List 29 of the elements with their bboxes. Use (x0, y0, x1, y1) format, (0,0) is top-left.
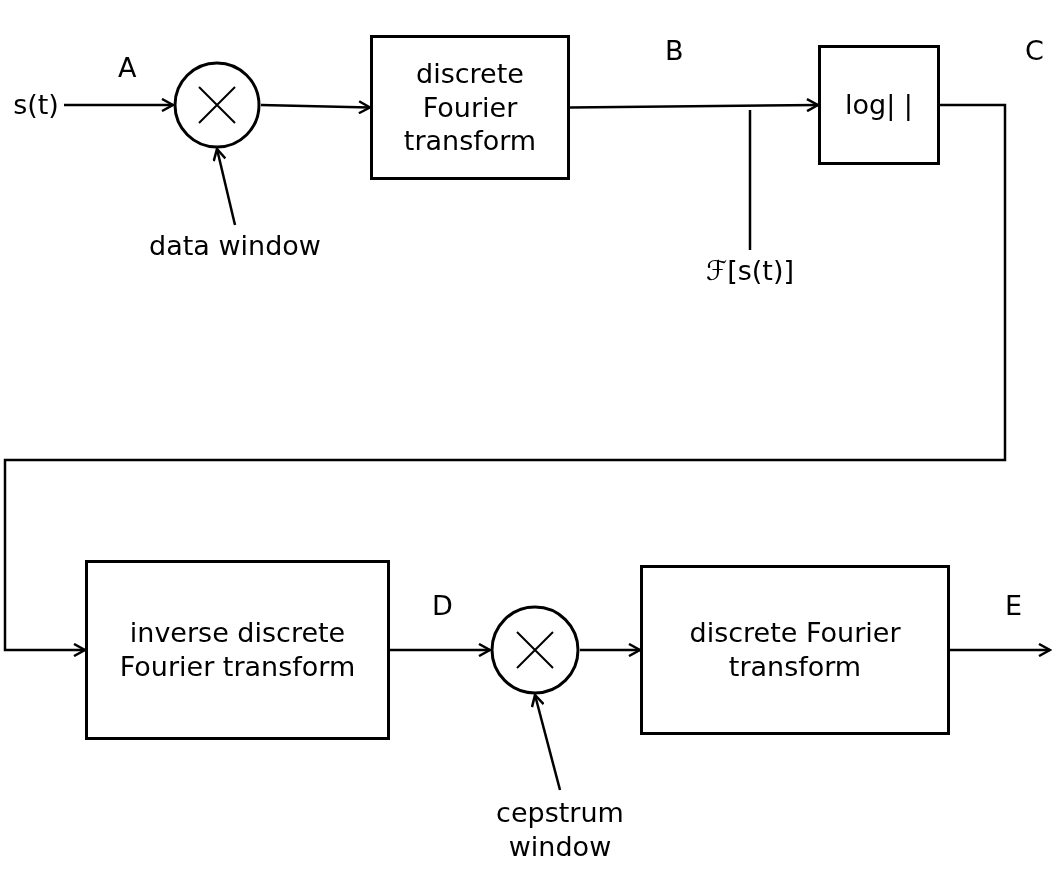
arrow (212, 147, 237, 226)
edge-label: B (665, 35, 684, 66)
edge-label: C (1025, 35, 1044, 66)
arrow (950, 642, 1052, 658)
arrow (390, 642, 492, 658)
box-text: log| | (845, 88, 913, 122)
arrow (580, 642, 642, 658)
process-box (818, 45, 940, 165)
edge-label: D (432, 590, 453, 621)
signal-label: s(t) (8, 85, 64, 125)
edge-label: A (118, 52, 137, 83)
box-text: discrete Fourier transform (402, 56, 538, 159)
leader-line (748, 110, 752, 250)
arrow (3, 103, 1007, 658)
process-box (640, 565, 950, 735)
process-box (85, 560, 390, 740)
arrow (64, 97, 175, 113)
multiplier-circle (490, 605, 580, 695)
box-text: inverse discrete Fourier transform (118, 616, 357, 684)
box-text: discrete Fourier transform (688, 616, 902, 684)
signal-label: cepstrum window (490, 790, 630, 870)
edge-label: E (1005, 590, 1023, 621)
signal-label: ℱ[s(t)] (690, 250, 810, 292)
arrow (530, 693, 562, 791)
process-box (370, 35, 570, 180)
signal-label: data window (135, 225, 335, 267)
arrow (260, 100, 372, 115)
multiplier-circle (173, 61, 261, 149)
arrow (570, 97, 820, 113)
